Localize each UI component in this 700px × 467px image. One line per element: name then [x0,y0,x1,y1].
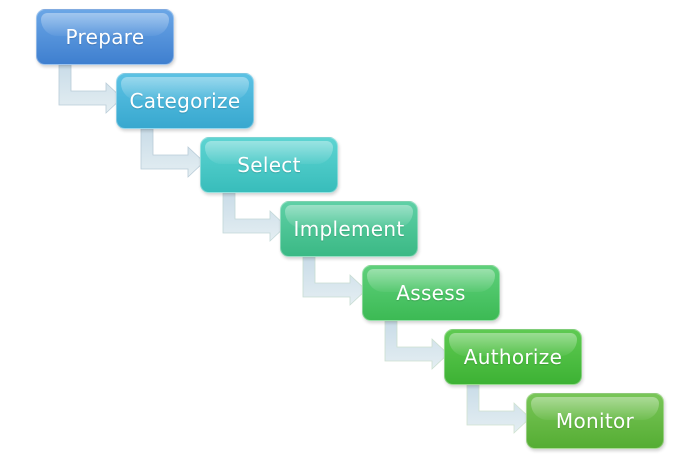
step-assess: Assess [362,265,500,321]
step-authorize: Authorize [444,329,582,385]
step-prepare: Prepare [36,9,174,65]
step-label: Categorize [129,89,241,113]
connector-arrow-4 [302,256,367,306]
step-monitor: Monitor [526,393,664,449]
step-label: Select [237,153,301,177]
connector-arrow-1 [58,64,123,114]
connector-arrow-5 [384,320,449,370]
step-label: Assess [396,281,466,305]
step-label: Implement [293,217,405,241]
step-label: Monitor [555,409,635,433]
connector-arrow-3 [222,192,287,242]
step-label: Authorize [463,345,563,369]
connector-arrow-6 [466,384,531,434]
step-categorize: Categorize [116,73,254,129]
step-label: Prepare [65,25,145,49]
step-implement: Implement [280,201,418,257]
connector-arrow-2 [140,128,205,178]
step-select: Select [200,137,338,193]
